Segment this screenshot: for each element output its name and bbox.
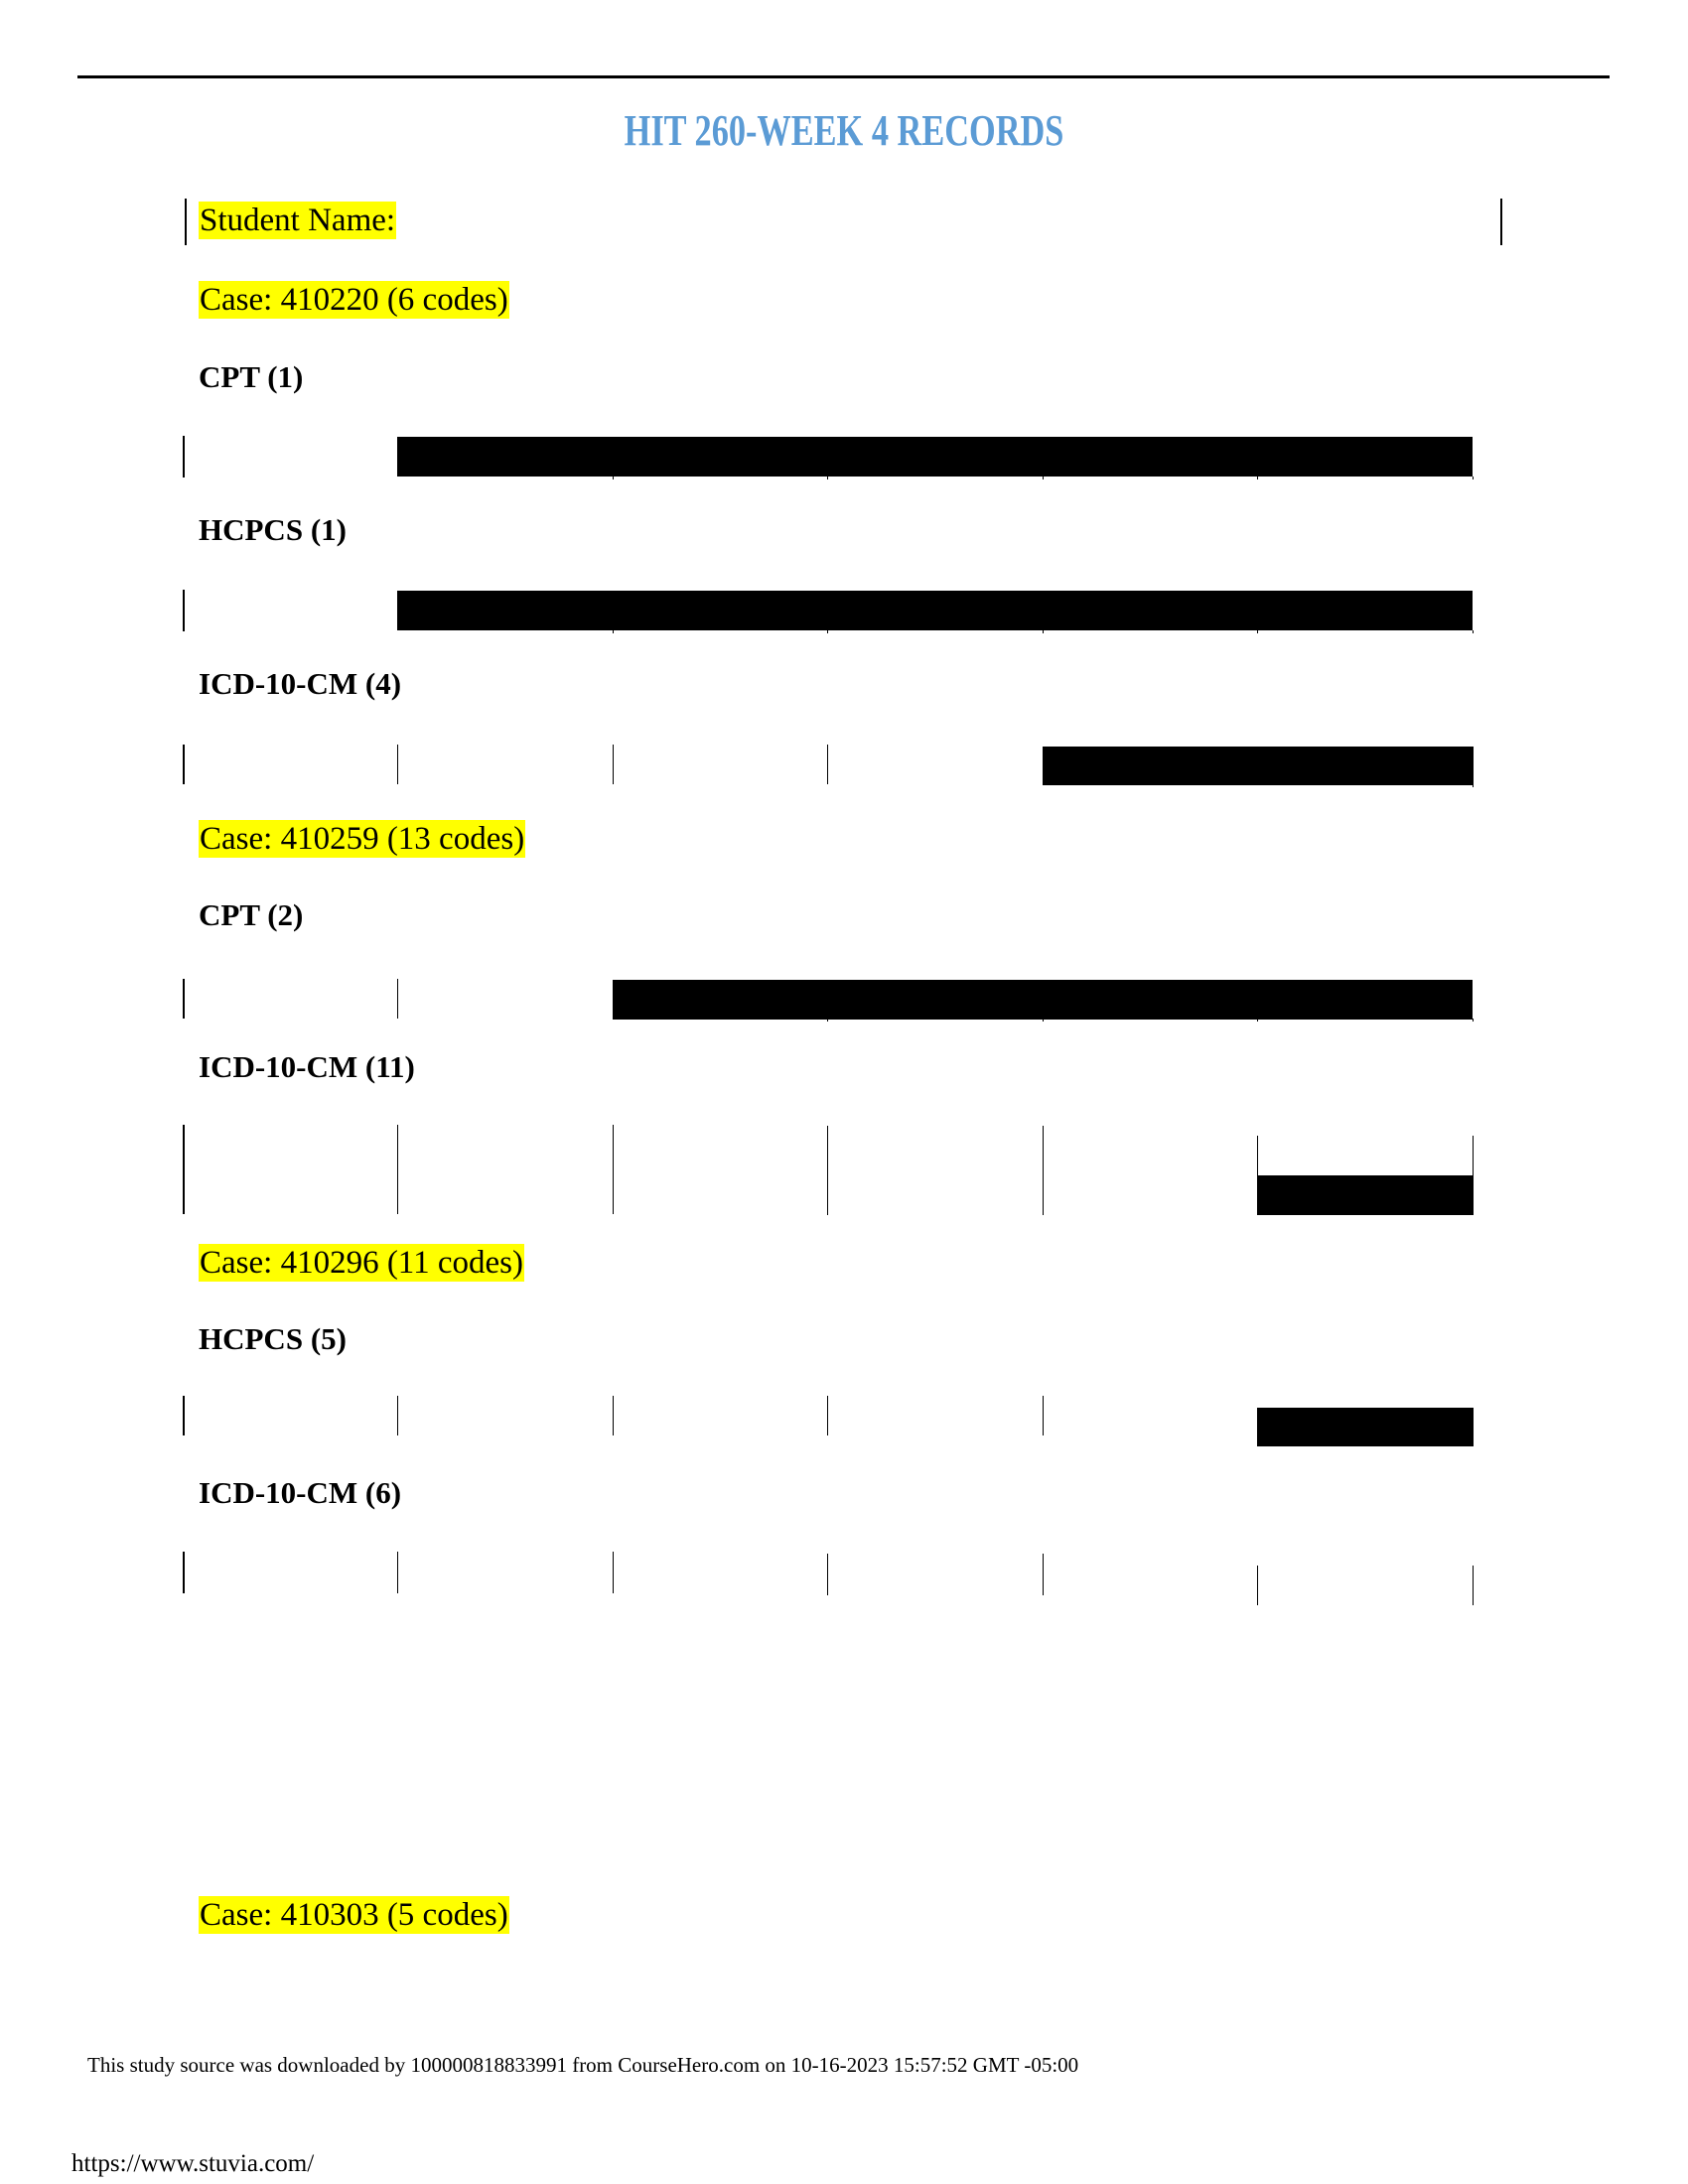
code-input-cell[interactable] — [185, 1125, 397, 1214]
code-cell-divider — [1473, 630, 1474, 633]
student-name-label: Student Name: — [199, 202, 397, 239]
code-cell-divider — [1043, 477, 1044, 479]
code-cell-divider — [1257, 1019, 1258, 1022]
student-name-field[interactable] — [228, 199, 1499, 245]
code-cell-divider — [183, 1396, 185, 1435]
section-label-hcpcs: HCPCS (1) — [199, 512, 347, 547]
code-cell-divider — [1473, 1566, 1474, 1605]
code-cell-divider — [1043, 1396, 1044, 1435]
code-cell-divider — [613, 745, 614, 784]
code-cell-divider — [183, 436, 185, 478]
code-input-cell[interactable] — [828, 745, 1043, 784]
redacted-code-block — [1043, 747, 1473, 785]
code-input-cell[interactable] — [1044, 1126, 1257, 1215]
code-input-cell[interactable] — [398, 745, 613, 784]
code-cell-divider — [1473, 747, 1474, 787]
code-cell-divider — [1257, 1136, 1258, 1175]
code-input-cell[interactable] — [1044, 1554, 1257, 1595]
code-input-cell[interactable] — [185, 979, 397, 1019]
code-cell-divider — [827, 1554, 828, 1595]
code-input-cell[interactable] — [1258, 1566, 1473, 1605]
code-cell-divider — [397, 1552, 398, 1593]
code-cell-divider — [1043, 1019, 1044, 1022]
code-cell-divider — [827, 1019, 828, 1022]
code-input-cell[interactable] — [398, 1552, 613, 1593]
code-input-cell[interactable] — [614, 1125, 827, 1214]
case-heading-410220: Case: 410220 (6 codes) — [199, 281, 509, 319]
redacted-code-block — [1257, 1408, 1474, 1446]
page-title: HIT 260-WEEK 4 RECORDS — [624, 106, 1064, 155]
code-input-cell[interactable] — [398, 1125, 613, 1214]
code-cell-divider — [397, 745, 398, 784]
code-cell-divider — [827, 1126, 828, 1215]
code-input-cell[interactable] — [185, 1396, 397, 1435]
redacted-code-block — [397, 437, 1473, 477]
code-cell-divider — [397, 1125, 398, 1214]
code-cell-divider — [827, 1396, 828, 1435]
section-label-cpt: CPT (1) — [199, 359, 304, 394]
section-label-cpt: CPT (2) — [199, 897, 304, 932]
section-label-hcpcs: HCPCS (5) — [199, 1321, 347, 1356]
student-name-cell-right-border — [1500, 199, 1502, 245]
student-name-cell-left-border — [185, 199, 187, 245]
code-input-cell[interactable] — [185, 590, 397, 631]
code-input-cell[interactable] — [185, 436, 397, 478]
redacted-code-block — [397, 591, 1473, 630]
code-cell-divider — [827, 630, 828, 633]
code-cell-divider — [183, 1125, 185, 1214]
case-heading-410259: Case: 410259 (13 codes) — [199, 820, 526, 858]
code-input-cell[interactable] — [185, 745, 397, 784]
code-cell-divider — [827, 745, 828, 784]
code-cell-divider — [613, 630, 614, 633]
code-input-cell[interactable] — [614, 745, 827, 784]
code-input-cell[interactable] — [828, 1396, 1043, 1435]
code-cell-divider — [1473, 477, 1474, 479]
code-cell-divider — [1043, 1126, 1044, 1215]
section-label-icd10cm: ICD-10-CM (4) — [199, 666, 402, 701]
code-input-cell[interactable] — [828, 1126, 1043, 1215]
code-cell-divider — [1257, 630, 1258, 633]
code-cell-divider — [1257, 477, 1258, 479]
code-cell-divider — [397, 1396, 398, 1435]
code-input-cell[interactable] — [614, 1552, 827, 1593]
code-cell-divider — [827, 477, 828, 479]
code-input-cell[interactable] — [828, 1554, 1043, 1595]
code-cell-divider — [1043, 630, 1044, 633]
redacted-code-block — [613, 980, 1473, 1020]
code-cell-divider — [613, 1396, 614, 1435]
code-cell-divider — [183, 1552, 185, 1593]
code-cell-divider — [613, 1552, 614, 1593]
code-cell-divider — [183, 745, 185, 784]
code-cell-divider — [183, 979, 185, 1019]
code-input-cell[interactable] — [1044, 1396, 1257, 1435]
code-cell-divider — [613, 477, 614, 479]
stuvia-url-link[interactable]: https://www.stuvia.com/ — [71, 2150, 315, 2177]
code-cell-divider — [1473, 1136, 1474, 1175]
code-cell-divider — [613, 1125, 614, 1214]
code-input-cell[interactable] — [398, 979, 613, 1019]
download-source-note: This study source was downloaded by 1000… — [87, 2053, 1079, 2077]
case-heading-410296: Case: 410296 (11 codes) — [199, 1244, 524, 1282]
code-cell-divider — [397, 979, 398, 1019]
code-cell-divider — [1473, 1019, 1474, 1022]
redacted-code-block — [1257, 1175, 1474, 1215]
section-label-icd10cm: ICD-10-CM (11) — [199, 1049, 415, 1084]
top-horizontal-rule — [77, 75, 1610, 78]
code-cell-divider — [183, 590, 185, 631]
code-input-cell[interactable] — [398, 1396, 613, 1435]
section-label-icd10cm: ICD-10-CM (6) — [199, 1475, 402, 1510]
code-input-cell[interactable] — [614, 1396, 827, 1435]
code-input-cell[interactable] — [185, 1552, 397, 1593]
code-cell-divider — [1043, 1554, 1044, 1595]
case-heading-410303: Case: 410303 (5 codes) — [199, 1896, 509, 1934]
code-cell-divider — [1257, 1566, 1258, 1605]
code-input-cell[interactable] — [1258, 1136, 1473, 1175]
